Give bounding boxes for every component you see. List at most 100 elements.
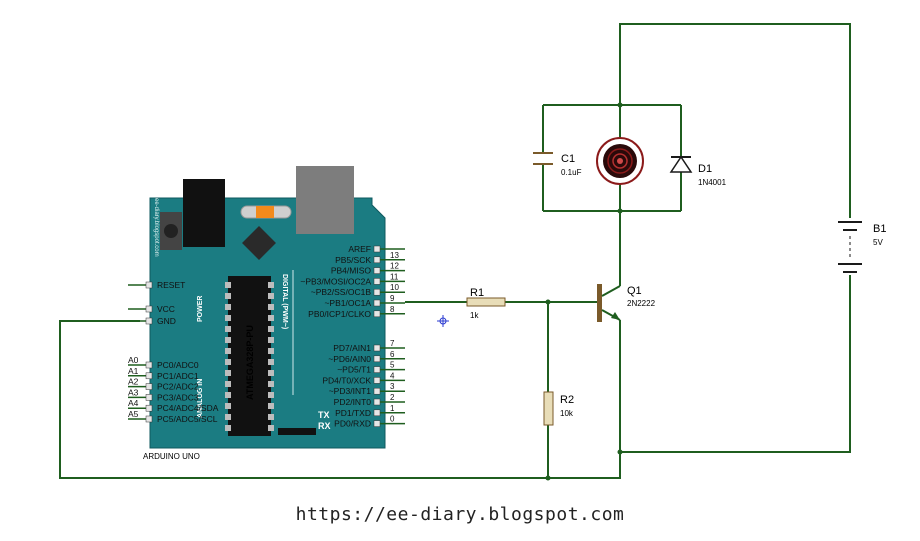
chip-pin (268, 282, 274, 288)
digital-pin-label: PD0/RXD (334, 419, 371, 429)
power-pin-socket[interactable] (145, 305, 153, 313)
motor-ring (607, 148, 633, 174)
junction-dot (545, 475, 551, 481)
q1-base-bar (597, 284, 602, 322)
digital-pin-socket[interactable] (373, 355, 381, 363)
digital-pin-socket[interactable] (373, 344, 381, 352)
chip-pins-right (268, 282, 274, 431)
digital-pin-socket[interactable] (373, 409, 381, 417)
digital-pin-label: ~PD5/T1 (337, 365, 371, 375)
chip-pin (225, 403, 231, 409)
digital-pin-label: PD1/TXD (335, 408, 371, 418)
digital-pin-socket[interactable] (373, 420, 381, 427)
chip-pin (268, 359, 274, 365)
analog-pin-socket[interactable] (145, 372, 153, 380)
atmega-chip (228, 276, 271, 436)
digital-pin-socket[interactable] (373, 299, 381, 307)
digital-pin-number: 12 (390, 262, 399, 271)
chip-pin (268, 326, 274, 332)
diode-d1[interactable]: D1 1N4001 (669, 155, 727, 187)
digital-pin-number: 10 (390, 283, 399, 292)
r2-body (543, 391, 554, 426)
c1-value: 0.1uF (561, 168, 582, 177)
resistor-r2[interactable]: R2 10k (543, 391, 574, 426)
d1-triangle (669, 155, 693, 173)
b1-name: B1 (873, 223, 886, 235)
power-pin-socket[interactable] (145, 317, 153, 325)
digital-pin-socket[interactable] (373, 256, 381, 264)
chip-pin (268, 315, 274, 321)
digital-pin-socket[interactable] (373, 398, 381, 406)
power-pin-label: RESET (157, 280, 185, 290)
digital-pin-number: 0 (390, 415, 395, 424)
usb-chip (242, 226, 276, 260)
chip-pin (225, 348, 231, 354)
digital-pin-socket[interactable] (373, 267, 381, 274)
analog-pin-socket[interactable] (145, 361, 153, 369)
dc-motor[interactable] (596, 137, 644, 185)
footer-url[interactable]: https://ee-diary.blogspot.com (295, 504, 625, 525)
analog-pin-socket[interactable] (145, 404, 153, 412)
digital-pin-socket[interactable] (373, 310, 381, 318)
chip-label: ATMEGA328P-PU (245, 325, 255, 400)
analog-pin-socket[interactable] (145, 415, 153, 423)
chip-pins-left (225, 282, 231, 431)
power-jack (183, 179, 225, 247)
digital-pin-number: 2 (390, 393, 395, 402)
power-pin-socket[interactable] (145, 281, 153, 289)
chip-pin (225, 282, 231, 288)
capacitor-c1[interactable]: C1 0.1uF (533, 152, 582, 177)
analog-pin-number: A3 (128, 387, 139, 397)
digital-pin-label: PB4/MISO (331, 266, 372, 276)
junction-dot (617, 208, 623, 214)
tx-label: TX (318, 410, 330, 420)
analog-pin-number: A4 (128, 398, 139, 408)
analog-pin-label: PC0/ADC0 (157, 360, 199, 370)
analog-pin-number: A5 (128, 409, 139, 419)
motor-outer-icon (596, 137, 644, 185)
digital-pin-number: 11 (390, 272, 399, 281)
chip-pin (268, 392, 274, 398)
chip-pin (225, 392, 231, 398)
digital-pin-label: PD2/INT0 (334, 397, 372, 407)
analog-pin-label: PC3/ADC3 (157, 392, 199, 402)
power-header-label: POWER (197, 296, 204, 322)
digital-pin-number: 13 (390, 251, 399, 260)
chip-pin (225, 414, 231, 420)
r2-name: R2 (560, 394, 574, 406)
analog-pin-socket[interactable] (145, 394, 153, 401)
digital-pin-label: PB5/SCK (335, 255, 371, 265)
junction-dot (617, 102, 623, 108)
digital-pin-label: PD7/AIN1 (333, 343, 371, 353)
digital-pin-socket[interactable] (373, 278, 381, 285)
chip-pin (268, 304, 274, 310)
probe-marker[interactable] (437, 315, 449, 327)
digital-pin-socket[interactable] (373, 377, 381, 384)
digital-pin-socket[interactable] (373, 366, 381, 373)
analog-pin-socket[interactable] (145, 383, 153, 390)
analog-pin-number: A2 (128, 377, 139, 387)
digital-pin-socket[interactable] (373, 288, 381, 296)
transistor-q1[interactable]: Q1 2N2222 (597, 284, 656, 322)
chip-pin (225, 370, 231, 376)
power-pin-label: VCC (157, 304, 175, 314)
chip-pin (225, 315, 231, 321)
digital-pin-label: PB0/ICP1/CLKO (308, 309, 371, 319)
motor-ring-inner (612, 153, 628, 169)
chip-pin (225, 337, 231, 343)
digital-pin-label: ~PB1/OC1A (324, 298, 371, 308)
chip-pin (268, 348, 274, 354)
digital-pin-socket[interactable] (373, 245, 381, 253)
icsp-header (278, 428, 316, 435)
board-side-text: ee-diary.blogspot.com (153, 198, 159, 257)
arduino-uno-board[interactable]: ATMEGA328P-PU DIGITAL (PWM~) POWER ANALO… (128, 166, 405, 461)
resistor-r1[interactable]: R1 1k (466, 287, 506, 320)
digital-pin-socket[interactable] (373, 387, 381, 395)
battery-b1[interactable]: B1 5V (838, 218, 886, 275)
digital-pin-label: ~PB2/SS/OC1B (311, 287, 372, 297)
digital-pin-label: PD4/T0/XCK (322, 375, 371, 385)
reset-button-cap[interactable] (164, 224, 178, 238)
rx-label: RX (318, 421, 331, 431)
digital-pin-number: 5 (390, 361, 395, 370)
